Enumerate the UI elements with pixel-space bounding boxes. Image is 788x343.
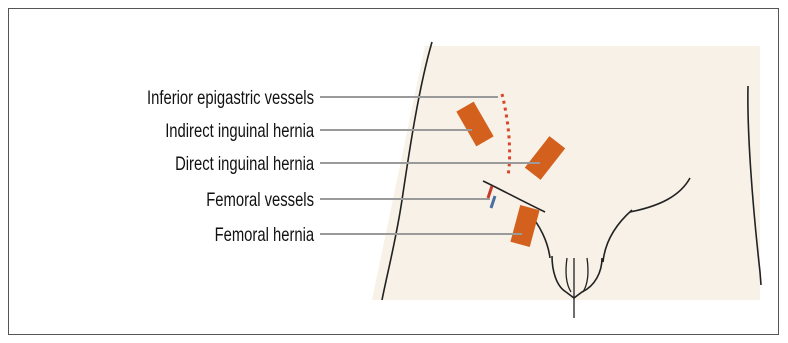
label-inferior-epigastric-vessels: Inferior epigastric vessels [147,87,314,108]
label-femoral-vessels: Femoral vessels [206,189,314,210]
label-indirect-inguinal-hernia: Indirect inguinal hernia [165,120,314,141]
label-femoral-hernia: Femoral hernia [215,224,315,245]
label-direct-inguinal-hernia: Direct inguinal hernia [175,153,314,174]
